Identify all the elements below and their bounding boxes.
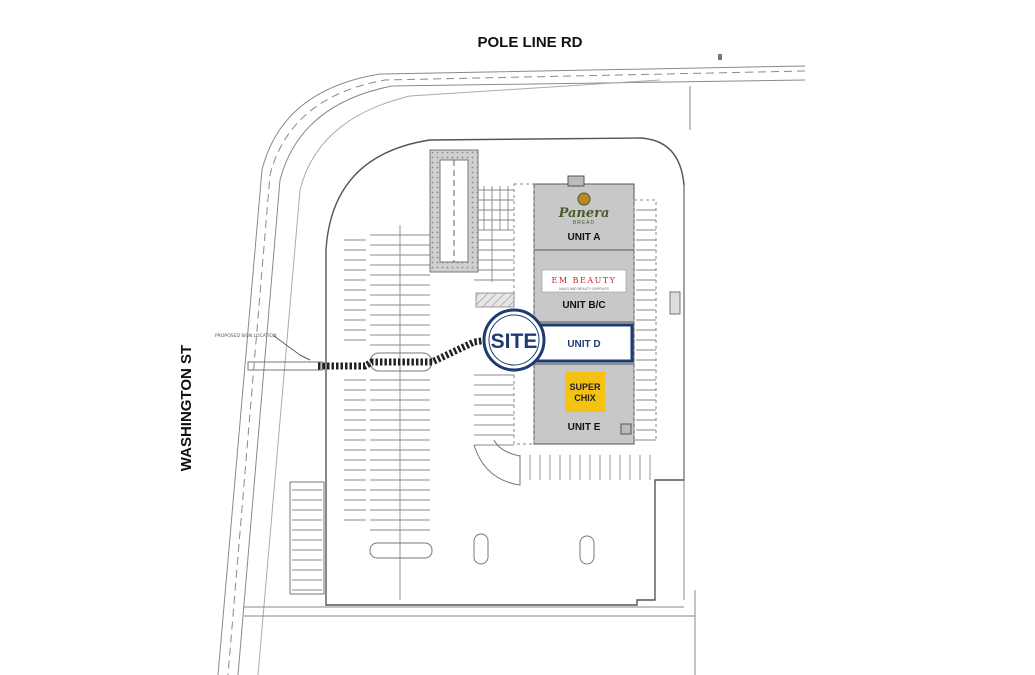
unit-bc-label: UNIT B/C [562,300,605,311]
panera-logo-subtext: BREAD [573,220,595,226]
panera-emblem-icon [577,192,591,206]
access-path: PROPOSED SIGN LOCATION [215,333,489,371]
em-beauty-logo-text: EM BEAUTY [552,276,617,285]
unit-a-label: UNIT A [568,232,601,243]
property-outline [244,137,696,675]
unit-d-highlight[interactable] [534,323,634,363]
super-chix-logo-line-2: CHIX [574,393,596,403]
panera-logo-text: Panera [558,206,610,221]
panera-logo: Panera BREAD [558,192,610,226]
super-chix-logo: SUPER CHIX [565,372,605,412]
parking-stalls [292,186,656,600]
parking-islands [289,352,595,595]
street-label-washington-st: WASHINGTON ST [178,345,195,471]
unit-d-label: UNIT D [567,339,600,350]
em-beauty-logo-subtext: NAILS AND BEAUTY SUPPLIES [559,287,609,291]
road-lines [217,54,806,675]
street-label-pole-line-rd: POLE LINE RD [477,34,582,51]
super-chix-logo-line-1: SUPER [569,382,601,392]
retail-building [513,175,681,445]
em-beauty-logo: EM BEAUTY NAILS AND BEAUTY SUPPLIES [541,269,627,293]
unit-e-label: UNIT E [568,422,601,433]
site-marker-text: SITE [491,330,538,353]
sign-location-note: PROPOSED SIGN LOCATION [215,333,276,339]
site-marker[interactable]: SITE [482,308,546,372]
hatched-enclosure [429,149,515,308]
